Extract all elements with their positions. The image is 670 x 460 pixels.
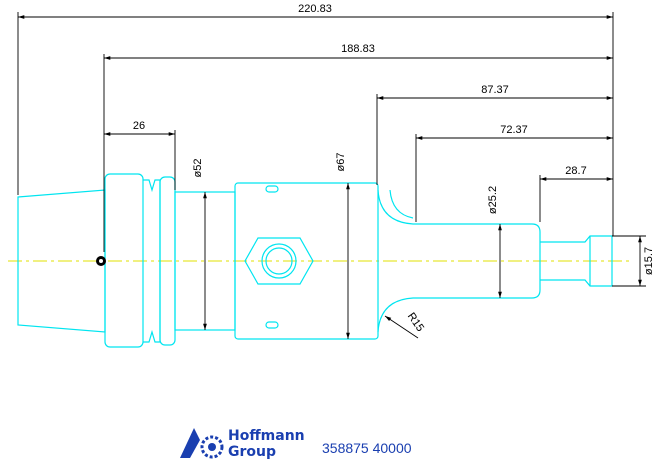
dim-tip-length: 28.7 bbox=[565, 165, 586, 177]
dim-dia-15-7: ø15.7 bbox=[643, 247, 655, 275]
part-number: 358875 40000 bbox=[322, 440, 412, 456]
dim-flange-to-end: 188.83 bbox=[341, 43, 375, 55]
logo-gear-icon bbox=[200, 435, 224, 459]
dimension-lines bbox=[17, 12, 646, 339]
dim-radius: R15 bbox=[405, 311, 426, 334]
dim-body-to-end: 87.37 bbox=[481, 84, 509, 96]
dim-flange-width: 26 bbox=[133, 120, 145, 132]
dim-dia-25-2: ø25.2 bbox=[487, 186, 499, 214]
part-outline bbox=[17, 173, 613, 348]
brand-name-line1: Hoffmann bbox=[228, 428, 305, 444]
brand-logo bbox=[180, 428, 224, 459]
dim-overall-length: 220.83 bbox=[298, 3, 332, 15]
logo-triangle-icon bbox=[180, 428, 200, 458]
brand-name-line2: Group bbox=[228, 444, 276, 460]
dim-dia-52: ø52 bbox=[192, 159, 204, 178]
dim-dia-67: ø67 bbox=[335, 153, 347, 172]
dim-neck-to-end: 72.37 bbox=[500, 124, 528, 136]
